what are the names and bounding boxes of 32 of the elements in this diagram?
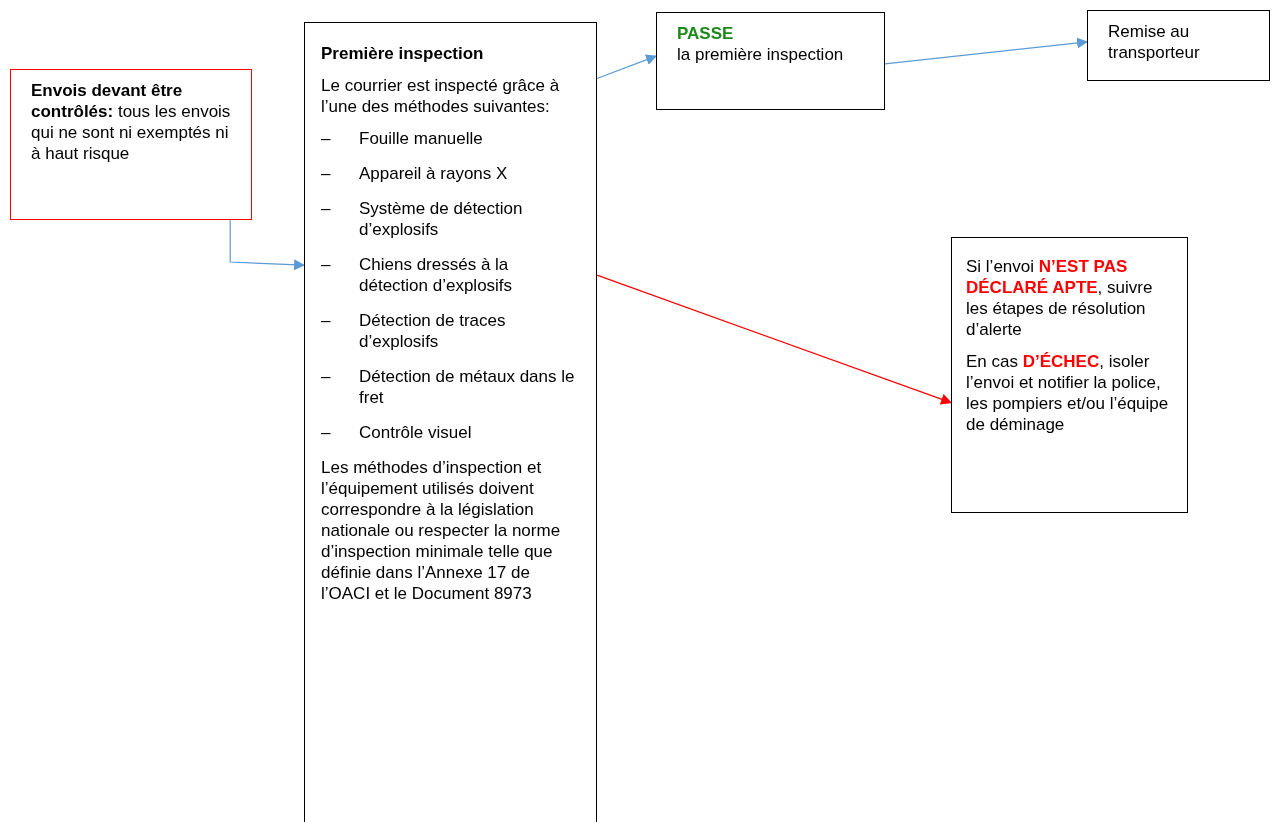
list-bullet: – xyxy=(321,128,332,149)
list-item: Détection de traces d’explosifs xyxy=(359,310,507,352)
input-box xyxy=(10,69,252,220)
list-item: Système de détection d’explosifs xyxy=(359,198,524,240)
alert-box xyxy=(951,237,1188,513)
list-item: Détection de métaux dans le fret xyxy=(359,366,576,408)
box-text: En cas D’ÉCHEC, isoler l’envoi et notifier la police, les pompiers et/ou l’équipe de déminage xyxy=(966,351,1170,435)
list-bullet: – xyxy=(321,163,332,184)
list-item: Fouille manuelle xyxy=(359,128,483,149)
list-item: Chiens dressés à la détection d’explosifs xyxy=(359,254,514,296)
list-bullet: – xyxy=(321,366,332,388)
box-text: Remise au transporteur xyxy=(1108,21,1201,63)
box-text: Envois devant être contrôlés: tous les envois qui ne sont ni exemptés ni à haut risque xyxy=(31,80,231,164)
box-text: Les méthodes d’inspection et l’équipement utilisés doivent correspondre à la législation nationale ou respecter la norme d’inspection minimale telle que définie dans l’Annexe 17 de l’OACI et le Document 8973 xyxy=(321,457,562,604)
list-item: Appareil à rayons X xyxy=(359,163,508,184)
box-text: Si l’envoi N’EST PAS DÉCLARÉ APTE, suivre les étapes de résolution d’alerte xyxy=(966,256,1154,340)
list-bullet: – xyxy=(321,254,332,276)
list-bullet: – xyxy=(321,422,332,443)
result-box xyxy=(656,12,885,110)
list-bullet: – xyxy=(321,198,332,220)
status-label: PASSE xyxy=(677,23,735,44)
box-heading: Première inspection xyxy=(321,43,485,64)
list-bullet: – xyxy=(321,310,332,332)
box-text: Le courrier est inspecté grâce à l’une des méthodes suivantes: xyxy=(321,75,561,117)
arrow xyxy=(596,274,953,405)
arrow xyxy=(596,54,658,80)
arrow xyxy=(229,219,306,271)
output-box xyxy=(1087,10,1270,81)
list-item: Contrôle visuel xyxy=(359,422,472,443)
box-text: la première inspection xyxy=(677,44,845,65)
process-box xyxy=(304,22,597,822)
arrow xyxy=(884,37,1089,65)
